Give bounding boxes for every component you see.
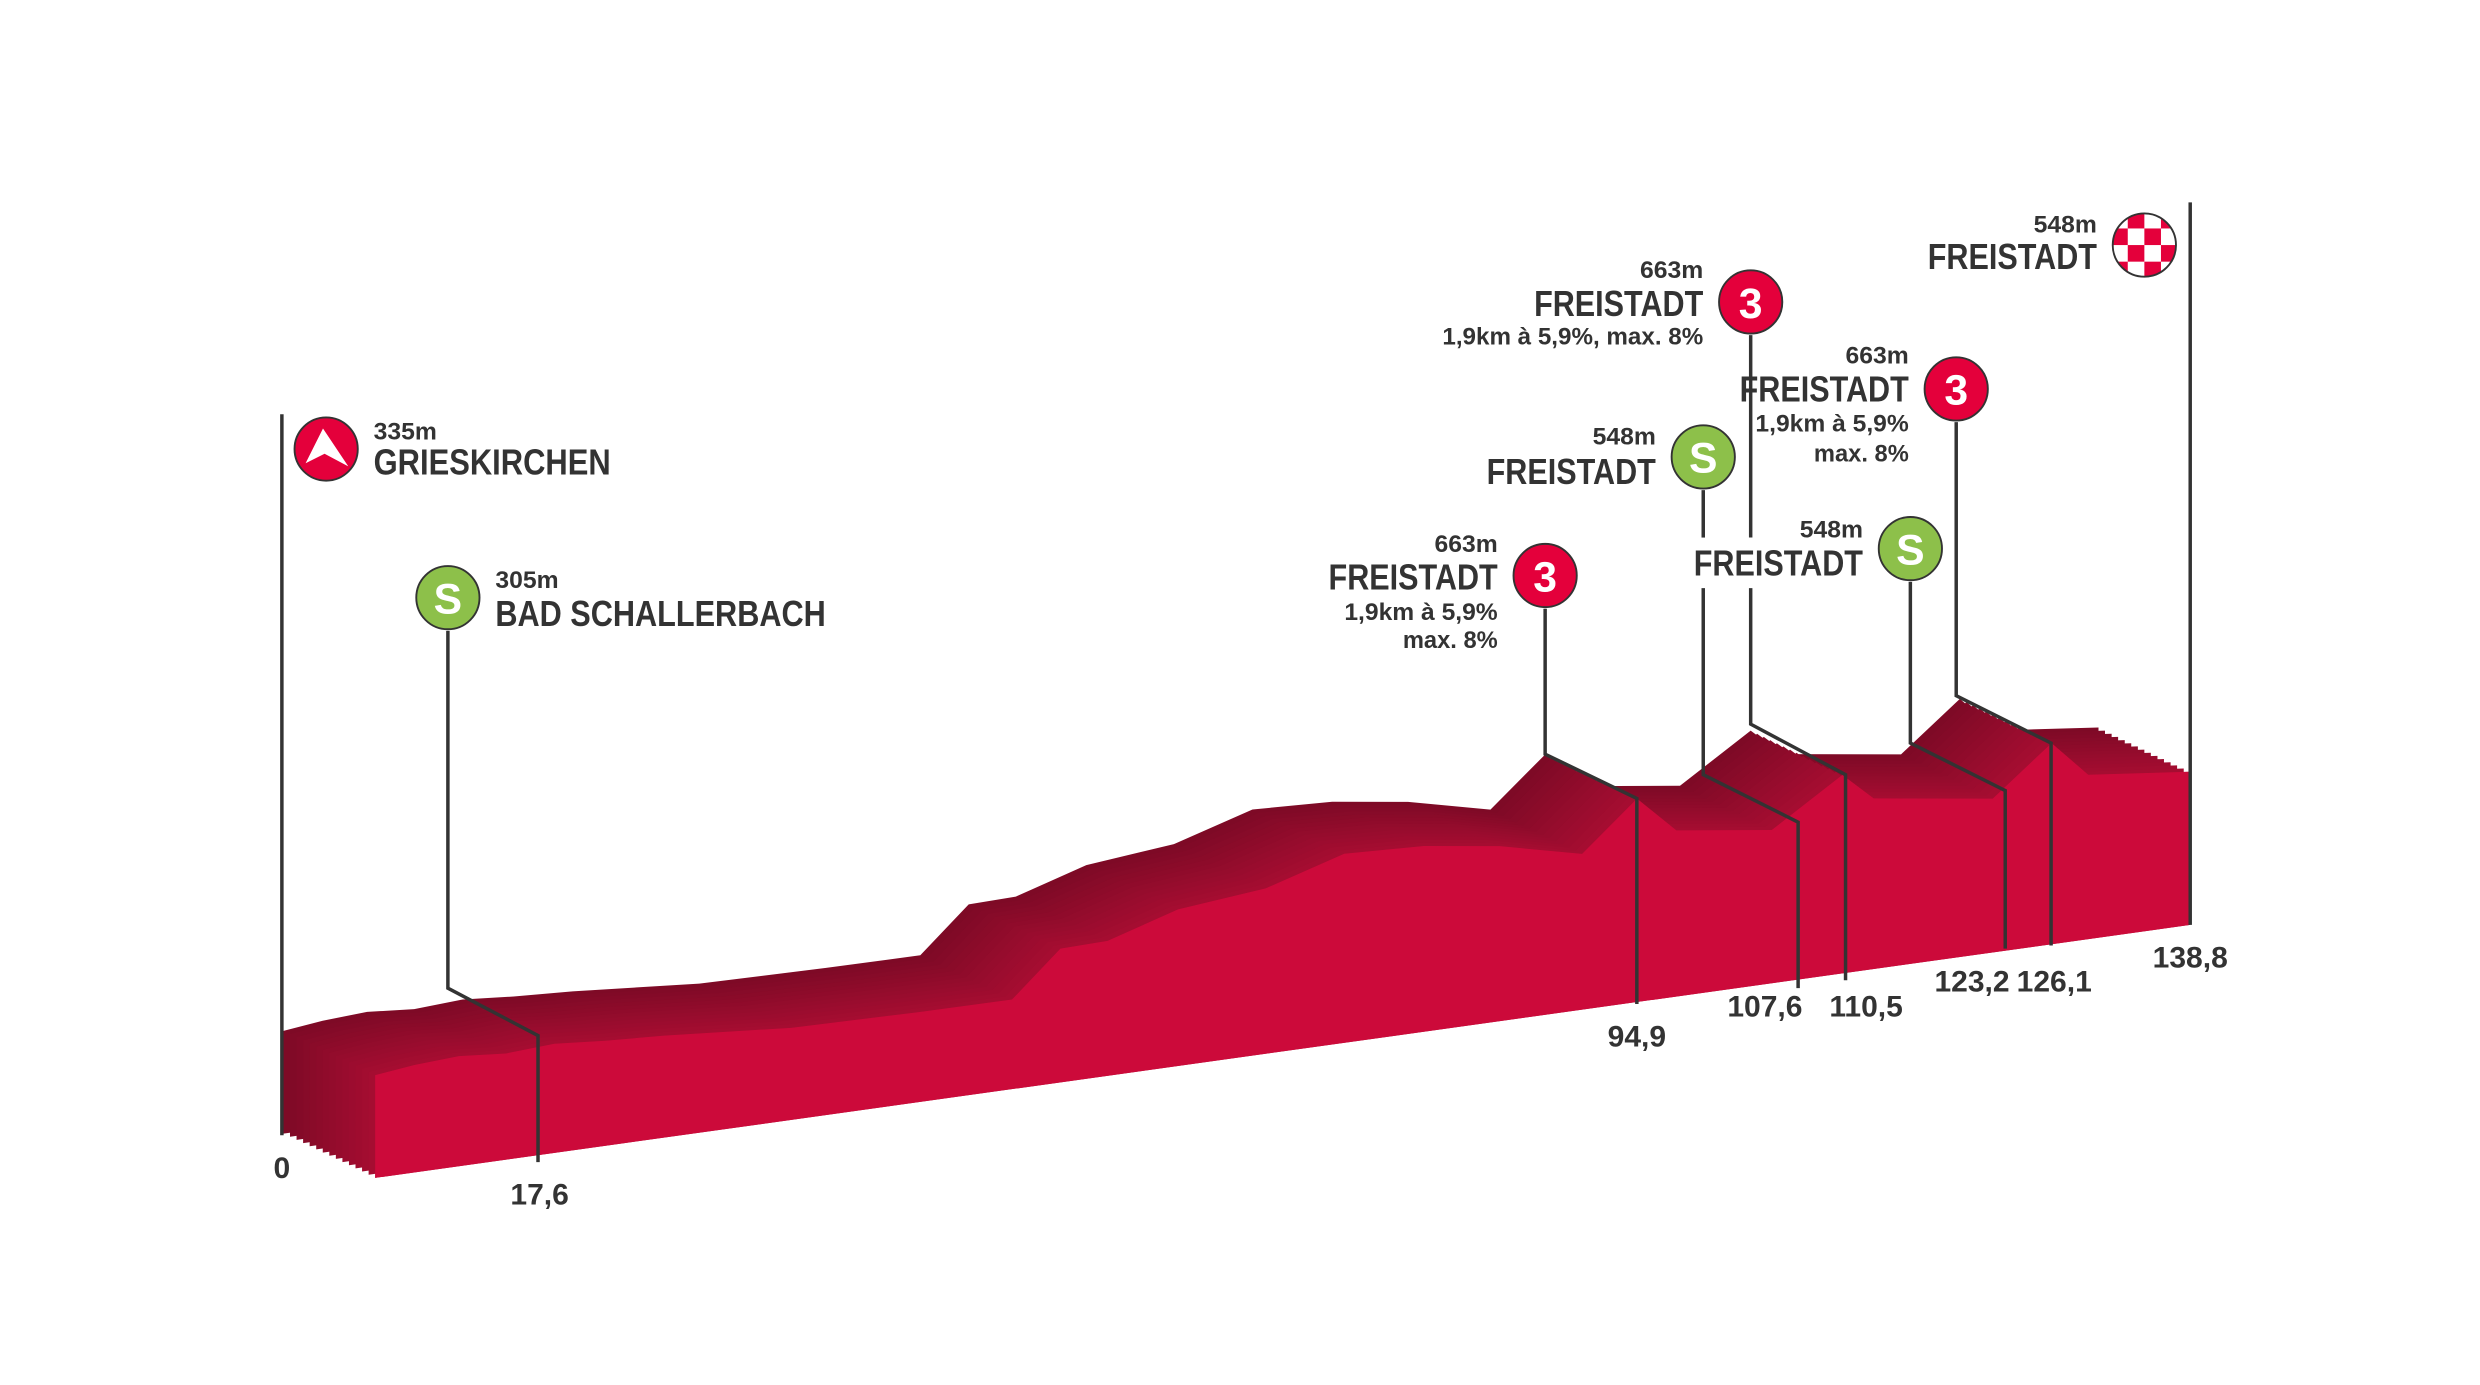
km-tick-label: 17,6: [510, 1179, 568, 1212]
marker-altitude: 663m: [1846, 344, 1909, 370]
marker-location-name: FREISTADT: [1928, 236, 2097, 277]
marker-altitude: 548m: [2034, 212, 2097, 238]
marker-location-name: FREISTADT: [1534, 283, 1703, 324]
profile-front-face: [375, 743, 2191, 1178]
marker-location-name: FREISTADT: [1329, 557, 1498, 598]
icon-label: S: [1896, 526, 1924, 574]
marker-location-name: GRIESKIRCHEN: [374, 441, 611, 482]
sprint-icon: S: [1877, 516, 1943, 582]
marker-location-name: FREISTADT: [1694, 543, 1863, 584]
climb-details: max. 8%: [1403, 628, 1498, 654]
marker-leader-lines: [280, 202, 2192, 1163]
sprint-icon: S: [1670, 424, 1736, 490]
kom-category-3-icon: 3: [1512, 542, 1578, 609]
leader-line: [446, 630, 540, 1163]
km-tick-label: 110,5: [1829, 991, 1902, 1024]
km-tick-label: 138,8: [2153, 942, 2228, 975]
km-tick-label: 94,9: [1608, 1021, 1666, 1054]
marker-altitude: 548m: [1593, 424, 1656, 450]
leader-line: [1748, 588, 1848, 981]
icon-label: 3: [1739, 280, 1763, 328]
leader-line: [1954, 422, 2053, 946]
finish-icon: [2111, 212, 2177, 278]
icon-label: S: [1689, 435, 1717, 483]
leader-line: [1701, 588, 1800, 989]
elevation-profile: [283, 698, 2191, 1178]
climb-details: max. 8%: [1814, 442, 1909, 468]
marker-altitude: 548m: [1800, 518, 1863, 544]
climb-details: 1,9km à 5,9%, max. 8%: [1442, 325, 1703, 351]
icon-label: S: [434, 575, 462, 623]
km-tick-label: 126,1: [2017, 965, 2092, 998]
marker-altitude: 335m: [374, 420, 437, 446]
kom-category-3-icon: 3: [1923, 356, 1989, 422]
icon-label: 3: [1944, 367, 1968, 415]
km-tick-label: 123,2: [1934, 965, 2009, 998]
marker-location-name: BAD SCHALLERBACH: [495, 593, 825, 634]
marker-location-name: FREISTADT: [1487, 451, 1656, 492]
climb-details: 1,9km à 5,9%: [1755, 412, 1908, 438]
kom-category-3-icon: 3: [1718, 269, 1784, 335]
leader-line: [1543, 608, 1639, 1004]
km-tick-label: 107,6: [1727, 991, 1802, 1024]
start-icon: [293, 416, 359, 482]
marker-altitude: 305m: [495, 568, 558, 594]
marker-altitude: 663m: [1434, 532, 1497, 558]
sprint-icon: S: [415, 565, 481, 631]
leader-line: [1908, 581, 2007, 949]
marker-altitude: 663m: [1640, 258, 1703, 284]
marker-location-name: FREISTADT: [1740, 369, 1909, 410]
icon-label: 3: [1533, 553, 1557, 601]
km-tick-label: 0: [274, 1152, 291, 1185]
climb-details: 1,9km à 5,9%: [1344, 600, 1497, 626]
